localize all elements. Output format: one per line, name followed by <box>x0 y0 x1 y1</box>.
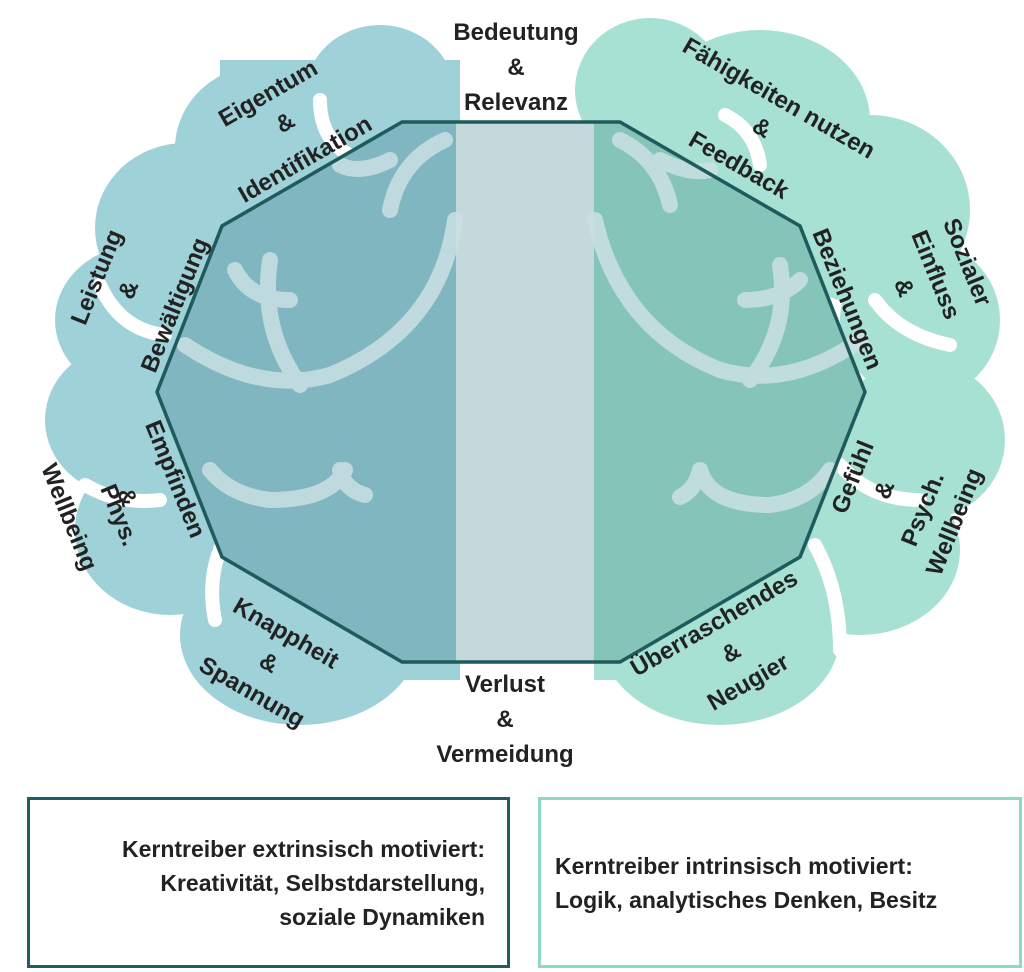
extrinsic-box-heading: Kerntreiber extrinsisch motiviert: <box>121 835 485 862</box>
brain-veins <box>177 132 868 514</box>
extrinsic-box-line-3: soziale Dynamiken <box>279 903 485 930</box>
intrinsic-drivers-box: Kerntreiber intrinsisch motiviert: Logik… <box>538 797 1022 968</box>
svg-text:Verlust: Verlust <box>465 671 545 698</box>
svg-text:Relevanz: Relevanz <box>464 89 568 116</box>
extrinsic-box-line-2: Kreativität, Selbstdarstellung, <box>160 869 485 896</box>
svg-text:&: & <box>507 54 524 81</box>
svg-text:Bedeutung: Bedeutung <box>453 19 578 46</box>
octagon-outline <box>155 120 867 664</box>
svg-text:&: & <box>496 706 513 733</box>
center-band <box>456 122 594 662</box>
label-bedeutung-relevanz: Bedeutung & Relevanz <box>453 19 578 116</box>
brain-octalysis-diagram: Bedeutung & Relevanz Verlust & Vermeidun… <box>35 18 1005 768</box>
intrinsic-box-heading: Kerntreiber intrinsisch motiviert: <box>555 852 913 879</box>
intrinsic-box-line-2: Logik, analytisches Denken, Besitz <box>555 886 938 913</box>
extrinsic-drivers-box: Kerntreiber extrinsisch motiviert: Kreat… <box>27 797 510 968</box>
label-verlust-vermeidung: Verlust & Vermeidung <box>436 671 573 768</box>
svg-text:Vermeidung: Vermeidung <box>436 741 573 768</box>
